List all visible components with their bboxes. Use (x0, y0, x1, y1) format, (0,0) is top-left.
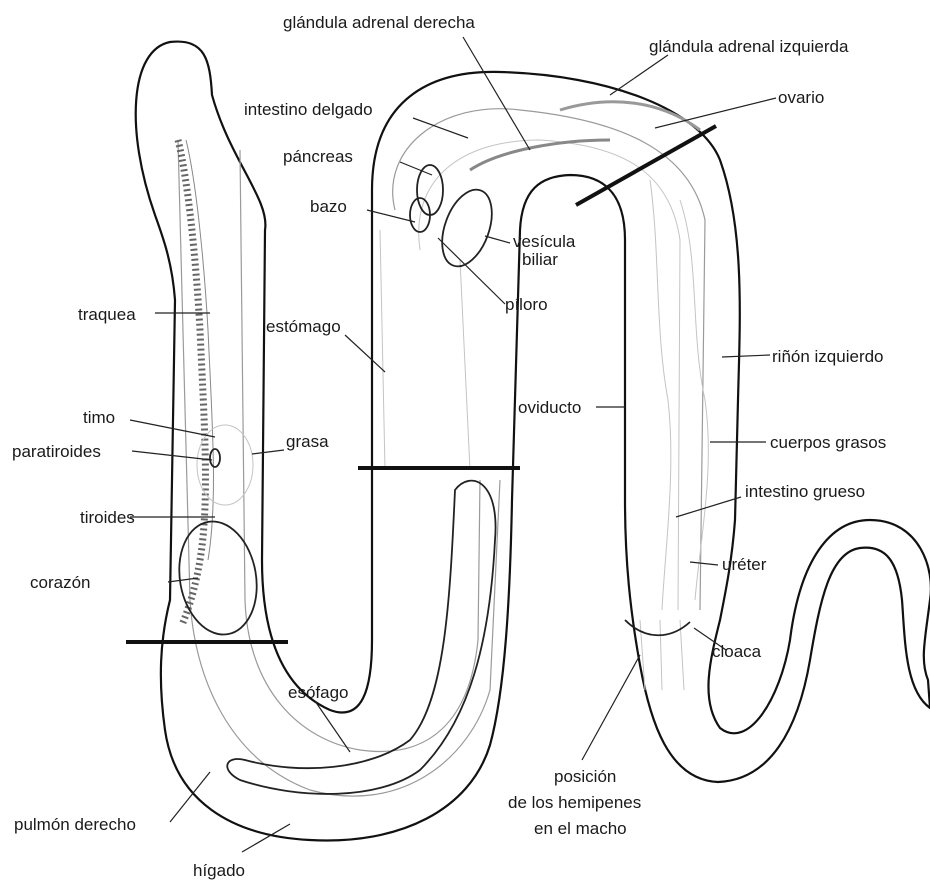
parathyroid-glands (210, 449, 220, 467)
label-left-kidney: riñón izquierdo (772, 347, 884, 366)
label-fat-bodies: cuerpos grasos (770, 433, 886, 452)
fat-bodies (650, 180, 671, 610)
adrenal-gland (470, 140, 610, 170)
inner-tract-line (393, 109, 705, 610)
liver-outline (227, 481, 495, 794)
label-thymus: timo (83, 408, 115, 427)
label-ovary: ovario (778, 88, 824, 107)
label-pylorus: píloro (505, 295, 548, 314)
label-adrenal-left: glándula adrenal izquierda (649, 37, 849, 56)
label-pancreas: páncreas (283, 147, 353, 166)
label-right-lung: pulmón derecho (14, 815, 136, 834)
label-ureter: uréter (722, 555, 767, 574)
label-small-intestine: intestino delgado (244, 100, 373, 119)
label-hemipenes-line3: en el macho (534, 819, 627, 838)
label-liver: hígado (193, 861, 245, 880)
label-oviduct: oviducto (518, 398, 581, 417)
label-spleen: bazo (310, 197, 347, 216)
label-large-intestine: intestino grueso (745, 482, 865, 501)
inner-tract-line (419, 140, 680, 610)
label-hemipenes-line1: posición (554, 767, 616, 786)
trachea (178, 140, 213, 625)
label-parathyroids: paratiroides (12, 442, 101, 461)
label-stomach: estómago (266, 317, 341, 336)
label-gallbladder-line1: vesícula (513, 232, 576, 251)
label-heart: corazón (30, 573, 90, 592)
label-cloaca: cloaca (712, 642, 762, 661)
label-esophagus: esófago (288, 683, 349, 702)
ovary (560, 102, 700, 130)
label-fat: grasa (286, 432, 329, 451)
label-gallbladder-line2: biliar (522, 250, 558, 269)
label-hemipenes-line2: de los hemipenes (508, 793, 641, 812)
label-adrenal-right: glándula adrenal derecha (283, 13, 475, 32)
pancreas-outline (417, 165, 443, 215)
label-trachea: traquea (78, 305, 136, 324)
label-thyroid: tiroides (80, 508, 135, 527)
